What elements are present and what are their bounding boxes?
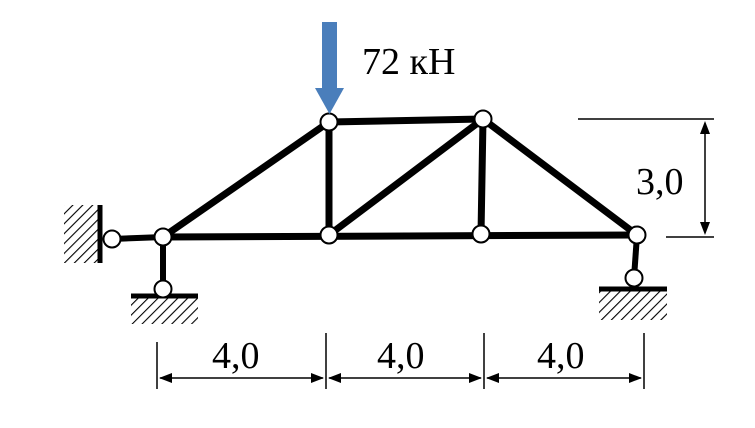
left-diagonal [159,118,333,241]
span-arrowheads [159,373,642,383]
truss-members [159,115,641,241]
height-arrow-bottom [700,222,710,235]
joint [319,225,339,245]
span-label-1: 4,0 [212,335,260,377]
span-label-3: 4,0 [537,335,585,377]
right-diagonal [479,115,641,239]
height-label: 3,0 [636,161,684,203]
left-ground-support [131,237,198,324]
span-label-2: 4,0 [377,335,425,377]
joint [153,227,173,247]
joint [319,112,339,132]
joint [473,109,493,129]
top-chord [325,115,487,126]
bottom-chord [159,231,641,241]
vertical-right [477,115,487,238]
height-dimension [578,118,714,238]
load-label: 72 кН [362,41,455,83]
middle-diagonal [325,115,487,239]
joint [471,224,491,244]
span-extension-lines [156,333,645,389]
height-arrow-top [700,121,710,134]
load-arrow [315,22,344,114]
joint [627,225,647,245]
truss-joints [153,109,647,247]
right-ground-support [599,234,667,320]
left-wall-support [64,205,165,263]
